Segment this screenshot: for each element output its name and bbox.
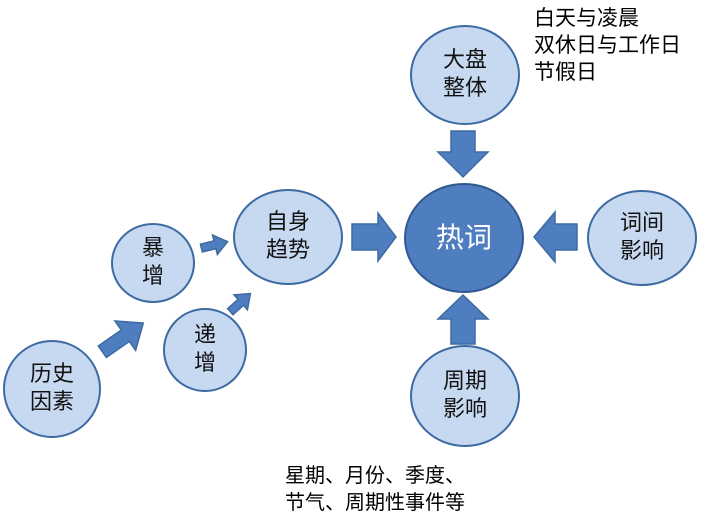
arrow-increase-to-self-trend xyxy=(226,292,252,316)
arrow-self-trend-to-hot-word xyxy=(351,210,397,264)
node-market-line2: 整体 xyxy=(442,76,487,101)
node-word-relation-line1: 词间 xyxy=(619,211,664,236)
arrow-word-relation-to-hot-word xyxy=(533,209,578,265)
node-history-factors: 历史 因素 xyxy=(3,340,101,438)
node-surge-line1: 暴 xyxy=(141,236,164,261)
arrow-surge-to-self-trend xyxy=(199,233,229,257)
note-period-line2: 节气、周期性事件等 xyxy=(285,490,465,514)
note-period-factors: 星期、月份、季度、 节气、周期性事件等 xyxy=(285,462,465,516)
node-period-line1: 周期 xyxy=(442,369,487,394)
node-period-line2: 影响 xyxy=(442,397,487,422)
node-self-trend: 自身 趋势 xyxy=(233,189,343,285)
node-market-line1: 大盘 xyxy=(442,48,487,73)
node-word-relation: 词间 影响 xyxy=(587,190,697,286)
note-market-line3: 节假日 xyxy=(534,60,597,84)
node-self-trend-line1: 自身 xyxy=(265,210,310,235)
node-surge: 暴 增 xyxy=(111,223,195,303)
node-word-relation-line2: 影响 xyxy=(619,239,664,264)
note-period-line1: 星期、月份、季度、 xyxy=(285,463,465,487)
node-increase-line2: 增 xyxy=(193,351,216,376)
node-increase: 递 增 xyxy=(163,308,247,392)
arrow-market-to-hot-word xyxy=(436,130,490,179)
node-history-line2: 因素 xyxy=(29,390,74,415)
node-self-trend-line2: 趋势 xyxy=(265,238,310,263)
note-market-factors: 白天与凌晨 双休日与工作日 节假日 xyxy=(534,5,681,86)
note-market-line1: 白天与凌晨 xyxy=(534,6,639,30)
node-history-line1: 历史 xyxy=(29,362,74,387)
note-market-line2: 双休日与工作日 xyxy=(534,33,681,57)
node-hot-word: 热词 xyxy=(404,183,524,293)
node-increase-line1: 递 xyxy=(193,323,216,348)
node-hot-word-label: 热词 xyxy=(435,221,492,254)
arrow-period-to-hot-word xyxy=(436,293,490,345)
node-market-overall: 大盘 整体 xyxy=(410,25,520,125)
node-period-influence: 周期 影响 xyxy=(410,345,520,447)
node-surge-line2: 增 xyxy=(141,264,164,289)
arrow-history-to-surge xyxy=(97,320,145,359)
